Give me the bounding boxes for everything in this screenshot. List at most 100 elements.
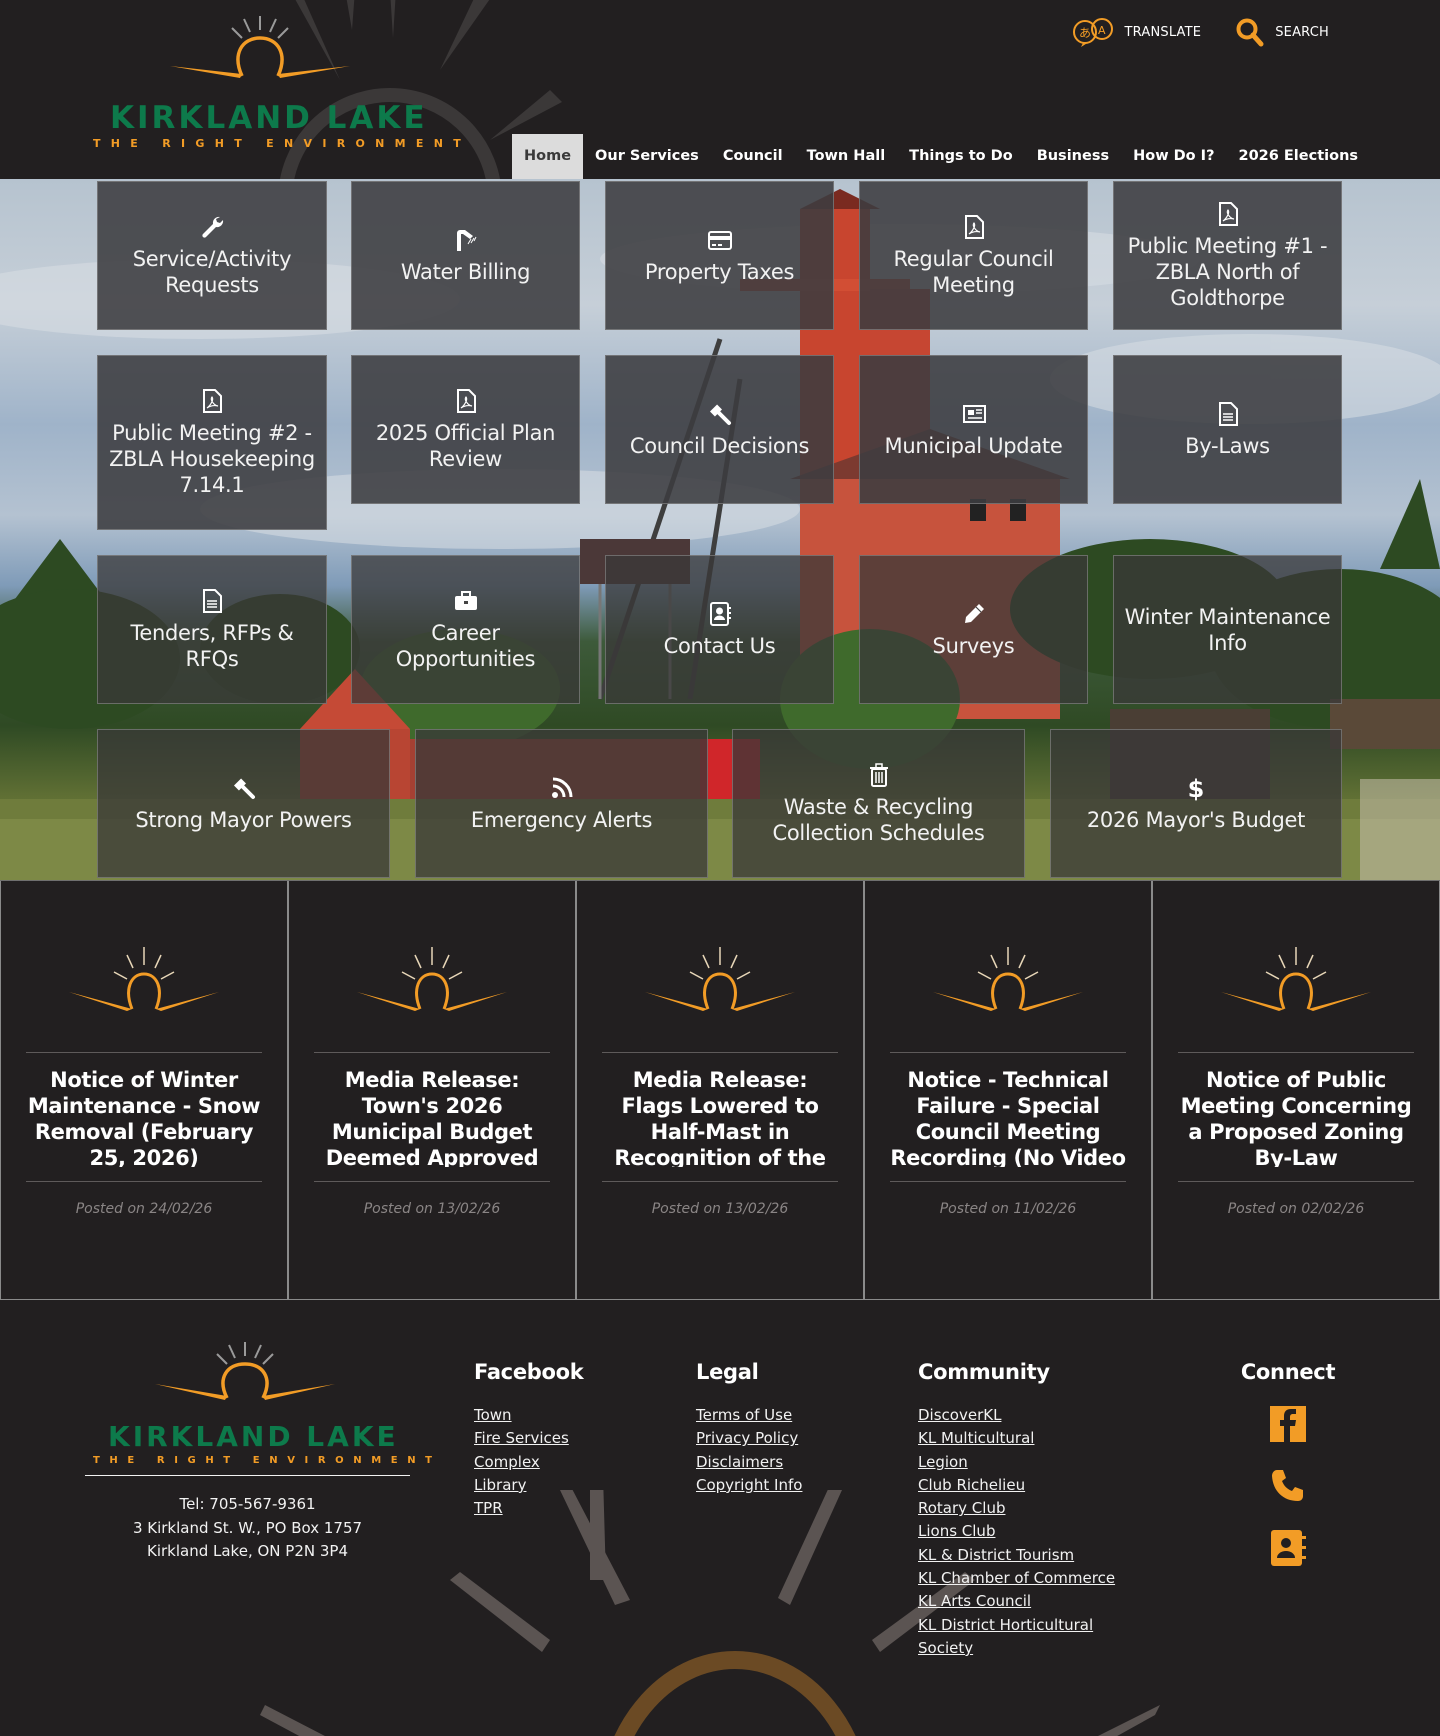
footer-link-rotary-club[interactable]: Rotary Club xyxy=(918,1497,1115,1520)
tile-contact-us[interactable]: Contact Us xyxy=(605,555,834,704)
main-nav: Home Our Services Council Town Hall Thin… xyxy=(512,134,1370,179)
footer-link-kl-arts-council[interactable]: KL Arts Council xyxy=(918,1590,1115,1613)
hero-quick-links: Service/Activity Requests Water Billing … xyxy=(0,179,1440,880)
news-title[interactable]: Notice of Public Meeting Concerning a Pr… xyxy=(1175,1067,1417,1167)
nav-our-services[interactable]: Our Services xyxy=(583,134,711,179)
sun-logo-icon xyxy=(933,947,1083,1017)
divider xyxy=(602,1181,838,1182)
site-footer: KIRKLAND LAKE THE RIGHT ENVIRONMENT Tel:… xyxy=(0,1300,1440,1736)
phone-icon[interactable] xyxy=(1268,1466,1308,1506)
footer-link-tpr[interactable]: TPR xyxy=(474,1497,583,1520)
pdf-icon xyxy=(199,388,225,414)
translate-button[interactable]: あ A TRANSLATE xyxy=(1071,17,1202,47)
gavel-icon xyxy=(231,775,257,801)
tile-municipal-update[interactable]: Municipal Update xyxy=(859,355,1088,504)
facebook-icon[interactable] xyxy=(1268,1404,1308,1444)
nav-council[interactable]: Council xyxy=(711,134,795,179)
tile-public-meeting-2[interactable]: Public Meeting #2 - ZBLA Housekeeping 7.… xyxy=(97,355,327,530)
footer-link-copyright[interactable]: Copyright Info xyxy=(696,1474,802,1497)
footer-logo[interactable]: KIRKLAND LAKE THE RIGHT ENVIRONMENT xyxy=(85,1340,410,1470)
pencil-icon xyxy=(961,601,987,627)
footer-link-lions-club[interactable]: Lions Club xyxy=(918,1520,1115,1543)
tile-by-laws[interactable]: By-Laws xyxy=(1113,355,1342,504)
footer-link-disclaimers[interactable]: Disclaimers xyxy=(696,1451,802,1474)
footer-link-legion[interactable]: Legion xyxy=(918,1451,1115,1474)
news-title[interactable]: Notice of Winter Maintenance - Snow Remo… xyxy=(23,1067,265,1167)
tile-surveys[interactable]: Surveys xyxy=(859,555,1088,704)
nav-2026-elections[interactable]: 2026 Elections xyxy=(1227,134,1371,179)
footer-heading-connect: Connect xyxy=(1228,1360,1348,1384)
site-logo[interactable]: KIRKLAND LAKE THE RIGHT ENVIRONMENT xyxy=(90,14,435,154)
news-date: Posted on 13/02/26 xyxy=(577,1201,863,1217)
footer-link-club-richelieu[interactable]: Club Richelieu xyxy=(918,1474,1115,1497)
tile-winter-maintenance-info[interactable]: Winter Maintenance Info xyxy=(1113,555,1342,704)
footer-link-kl-multicultural[interactable]: KL Multicultural xyxy=(918,1427,1115,1450)
divider xyxy=(890,1052,1126,1053)
news-date: Posted on 13/02/26 xyxy=(289,1201,575,1217)
footer-link-fire-services[interactable]: Fire Services xyxy=(474,1427,583,1450)
news-card[interactable]: Notice - Technical Failure - Special Cou… xyxy=(864,881,1152,1300)
footer-link-kl-district-tourism[interactable]: KL & District Tourism xyxy=(918,1544,1115,1567)
rss-icon xyxy=(549,775,575,801)
tile-tenders-rfps-rfqs[interactable]: Tenders, RFPs & RFQs xyxy=(97,555,327,704)
tile-2025-official-plan-review[interactable]: 2025 Official Plan Review xyxy=(351,355,580,504)
credit-card-icon xyxy=(707,227,733,253)
nav-business[interactable]: Business xyxy=(1025,134,1121,179)
search-icon xyxy=(1235,17,1265,47)
svg-text:$: $ xyxy=(1188,775,1205,801)
footer-link-privacy[interactable]: Privacy Policy xyxy=(696,1427,802,1450)
document-icon xyxy=(1215,401,1241,427)
tile-regular-council-meeting[interactable]: Regular Council Meeting xyxy=(859,181,1088,330)
footer-link-terms[interactable]: Terms of Use xyxy=(696,1404,802,1427)
footer-col-legal: Legal Terms of Use Privacy Policy Discla… xyxy=(696,1360,802,1497)
news-date: Posted on 24/02/26 xyxy=(1,1201,287,1217)
news-title[interactable]: Media Release: Flags Lowered to Half-Mas… xyxy=(599,1067,841,1167)
footer-heading-facebook: Facebook xyxy=(474,1360,583,1384)
tile-strong-mayor-powers[interactable]: Strong Mayor Powers xyxy=(97,729,390,878)
news-card[interactable]: Notice of Public Meeting Concerning a Pr… xyxy=(1152,881,1440,1300)
footer-link-kl-horticultural[interactable]: KL District Horticultural xyxy=(918,1614,1115,1637)
nav-town-hall[interactable]: Town Hall xyxy=(795,134,898,179)
tile-2026-mayors-budget[interactable]: $ 2026 Mayor's Budget xyxy=(1050,729,1342,878)
nav-home[interactable]: Home xyxy=(512,134,583,179)
tile-council-decisions[interactable]: Council Decisions xyxy=(605,355,834,504)
utility-bar: あ A TRANSLATE SEARCH xyxy=(1071,17,1440,47)
tile-property-taxes[interactable]: Property Taxes xyxy=(605,181,834,330)
footer-link-town[interactable]: Town xyxy=(474,1404,583,1427)
address-line-2: Kirkland Lake, ON P2N 3P4 xyxy=(85,1540,410,1564)
logo-name: KIRKLAND LAKE xyxy=(110,100,428,136)
nav-how-do-i[interactable]: How Do I? xyxy=(1121,134,1226,179)
tile-emergency-alerts[interactable]: Emergency Alerts xyxy=(415,729,708,878)
news-card[interactable]: Media Release: Flags Lowered to Half-Mas… xyxy=(576,881,864,1300)
tile-water-billing[interactable]: Water Billing xyxy=(351,181,580,330)
divider xyxy=(314,1052,550,1053)
footer-link-library[interactable]: Library xyxy=(474,1474,583,1497)
tile-career-opportunities[interactable]: Career Opportunities xyxy=(351,555,580,704)
news-feed: Notice of Winter Maintenance - Snow Remo… xyxy=(0,880,1440,1300)
footer-link-kl-horticultural-society[interactable]: Society xyxy=(918,1637,1115,1660)
footer-heading-legal: Legal xyxy=(696,1360,802,1384)
news-title[interactable]: Notice - Technical Failure - Special Cou… xyxy=(887,1067,1129,1167)
address-book-icon[interactable] xyxy=(1268,1528,1308,1568)
news-card[interactable]: Media Release: Town's 2026 Municipal Bud… xyxy=(288,881,576,1300)
footer-logo-name: KIRKLAND LAKE xyxy=(108,1420,399,1453)
footer-link-complex[interactable]: Complex xyxy=(474,1451,583,1474)
divider xyxy=(1178,1181,1414,1182)
footer-heading-community: Community xyxy=(918,1360,1115,1384)
news-title[interactable]: Media Release: Town's 2026 Municipal Bud… xyxy=(311,1067,553,1167)
divider xyxy=(26,1052,262,1053)
tile-service-activity-requests[interactable]: Service/Activity Requests xyxy=(97,181,327,330)
translate-icon: あ A xyxy=(1071,17,1115,47)
pdf-icon xyxy=(961,214,987,240)
news-card[interactable]: Notice of Winter Maintenance - Snow Remo… xyxy=(0,881,288,1300)
nav-things-to-do[interactable]: Things to Do xyxy=(897,134,1025,179)
logo-sun-icon xyxy=(170,14,350,84)
footer-link-kl-chamber-of-commerce[interactable]: KL Chamber of Commerce xyxy=(918,1567,1115,1590)
divider xyxy=(314,1181,550,1182)
search-button[interactable]: SEARCH xyxy=(1235,17,1329,47)
svg-text:あ: あ xyxy=(1079,26,1091,40)
tile-public-meeting-1[interactable]: Public Meeting #1 - ZBLA North of Goldth… xyxy=(1113,181,1342,330)
footer-col-facebook: Facebook Town Fire Services Complex Libr… xyxy=(474,1360,583,1520)
tile-waste-recycling-schedules[interactable]: Waste & Recycling Collection Schedules xyxy=(732,729,1025,878)
footer-link-discoverkl[interactable]: DiscoverKL xyxy=(918,1404,1115,1427)
